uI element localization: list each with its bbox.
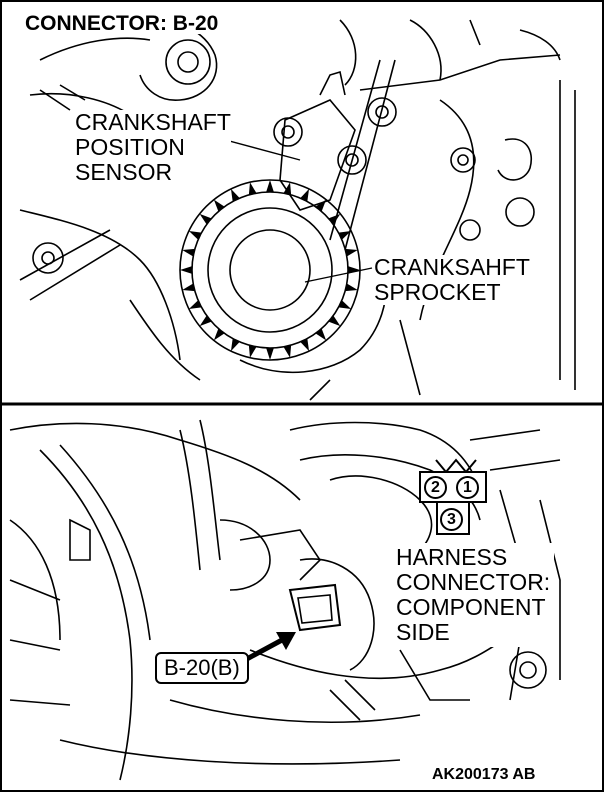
connector-pin-3: 3: [440, 508, 463, 531]
harness-label-line-1: HARNESS: [396, 544, 508, 570]
sprocket-tooth: [188, 300, 202, 310]
engine-bay-sketch: [9, 419, 561, 781]
harness-label-line-3: COMPONENT: [396, 594, 546, 620]
engine-front-sketch: [19, 19, 576, 401]
sprocket-tooth: [213, 199, 225, 212]
sprocket-tooth: [338, 230, 352, 240]
sprocket-tooth: [345, 283, 358, 292]
sprocket-tooth: [248, 182, 257, 195]
harness-label-line-2: CONNECTOR:: [396, 569, 551, 595]
sprocket-tooth: [347, 266, 360, 274]
sensor-label-line-1: CRANKSHAFT: [75, 109, 231, 135]
connector-pointer-arrow: [243, 632, 296, 663]
sprocket-tooth: [300, 188, 310, 202]
connector-latch-icon: [435, 458, 477, 474]
crankshaft-position-sensor-label: CRANKSHAFT POSITION SENSOR: [75, 110, 231, 185]
connector-title: CONNECTOR: B-20: [22, 13, 222, 34]
sprocket-tooth: [213, 328, 225, 341]
sprocket-tooth: [266, 347, 274, 360]
sprocket-tooth: [266, 180, 274, 193]
sprocket-label-line-2: SPROCKET: [374, 279, 501, 305]
sprocket-tooth: [328, 213, 341, 225]
sprocket-tooth: [315, 328, 327, 341]
sprocket-tooth: [182, 248, 195, 257]
connector-pin-2: 2: [424, 476, 447, 499]
sprocket-tooth: [328, 315, 341, 327]
harness-label-line-4: SIDE: [396, 619, 450, 645]
sprocket-tooth: [248, 345, 257, 358]
sprocket-tooth: [283, 345, 292, 358]
sensor-label-line-2: POSITION: [75, 134, 185, 160]
sprocket-tooth: [300, 338, 310, 352]
sprocket-tooth: [345, 248, 358, 257]
sprocket-tooth: [199, 213, 212, 225]
sprocket-tooth: [315, 199, 327, 212]
sprocket-teeth: [180, 180, 360, 360]
crankshaft-sprocket-label: CRANKSAHFT SPROCKET: [374, 255, 530, 305]
sprocket-tooth: [188, 230, 202, 240]
harness-connector-label: HARNESS CONNECTOR: COMPONENT SIDE: [392, 543, 555, 647]
sprocket-tooth: [230, 188, 240, 202]
connector-pin-1: 1: [456, 476, 479, 499]
sprocket-tooth: [182, 283, 195, 292]
sensor-label-line-3: SENSOR: [75, 159, 173, 185]
sprocket-tooth: [230, 338, 240, 352]
sprocket-tooth: [199, 315, 212, 327]
sprocket-tooth: [283, 182, 292, 195]
sprocket-tooth: [180, 266, 193, 274]
connector-id-label: B-20(B): [155, 652, 249, 684]
figure-code: AK200173 AB: [430, 766, 538, 783]
sprocket-tooth: [338, 300, 352, 310]
sprocket-label-line-1: CRANKSAHFT: [374, 254, 530, 280]
